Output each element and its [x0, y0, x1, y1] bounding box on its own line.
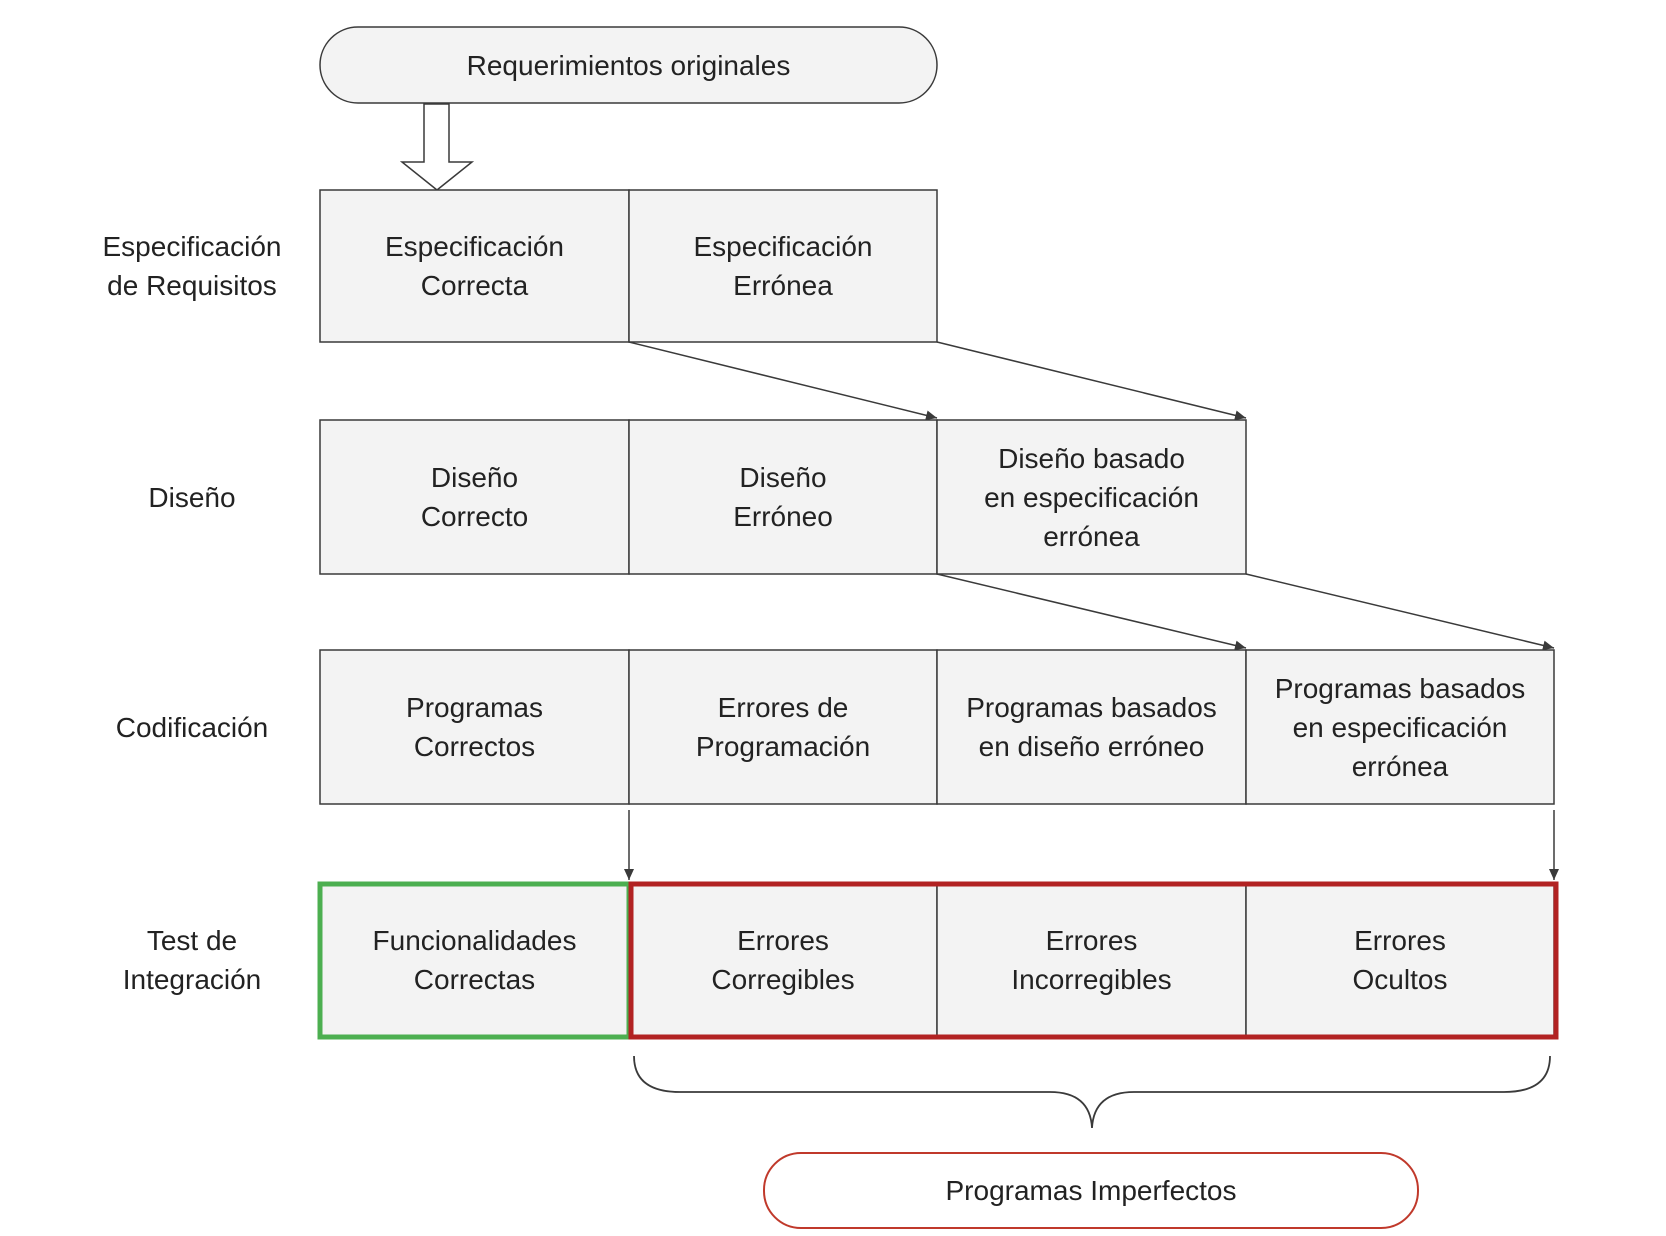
cell-funcionalidades-correctas	[319, 882, 630, 1038]
cell-errores-ocultos	[1245, 882, 1555, 1038]
hollow-down-arrow	[399, 103, 475, 191]
grouping-brace	[633, 1055, 1551, 1129]
bottom-terminal-shape	[763, 1152, 1419, 1229]
arrow-esp-erronea-to-diseno-basado	[936, 341, 1247, 421]
row-label-diseno: Diseño	[148, 481, 236, 513]
cell-errores-corregibles	[628, 882, 938, 1038]
cell-especificacion-correcta	[319, 189, 630, 343]
cell-programas-diseno-erroneo	[936, 649, 1247, 805]
cell-diseno-basado-especificacion	[936, 419, 1247, 575]
top-terminal-shape	[319, 26, 938, 104]
cell-errores-incorregibles	[936, 882, 1247, 1038]
cell-diseno-correcto	[319, 419, 630, 575]
imperfect-outline	[628, 881, 1559, 1040]
arrow-esp-correcta-to-diseno-erroneo	[628, 341, 938, 421]
cell-errores-programacion	[628, 649, 938, 805]
cell-programas-correctos	[319, 649, 630, 805]
cell-especificacion-erronea	[628, 189, 938, 343]
row-label-test-integracion: Test de Integración	[122, 925, 262, 995]
cell-diseno-erroneo	[628, 419, 938, 575]
row-label-codificacion: Codificación	[115, 711, 269, 743]
arrow-diseno-basado-to-programas-especificacion	[1245, 573, 1555, 651]
row-label-especificacion: Especificación de Requisitos	[102, 231, 282, 301]
cell-programas-especificacion-erronea	[1245, 649, 1555, 805]
arrow-diseno-erroneo-to-programas-diseno	[936, 573, 1247, 651]
